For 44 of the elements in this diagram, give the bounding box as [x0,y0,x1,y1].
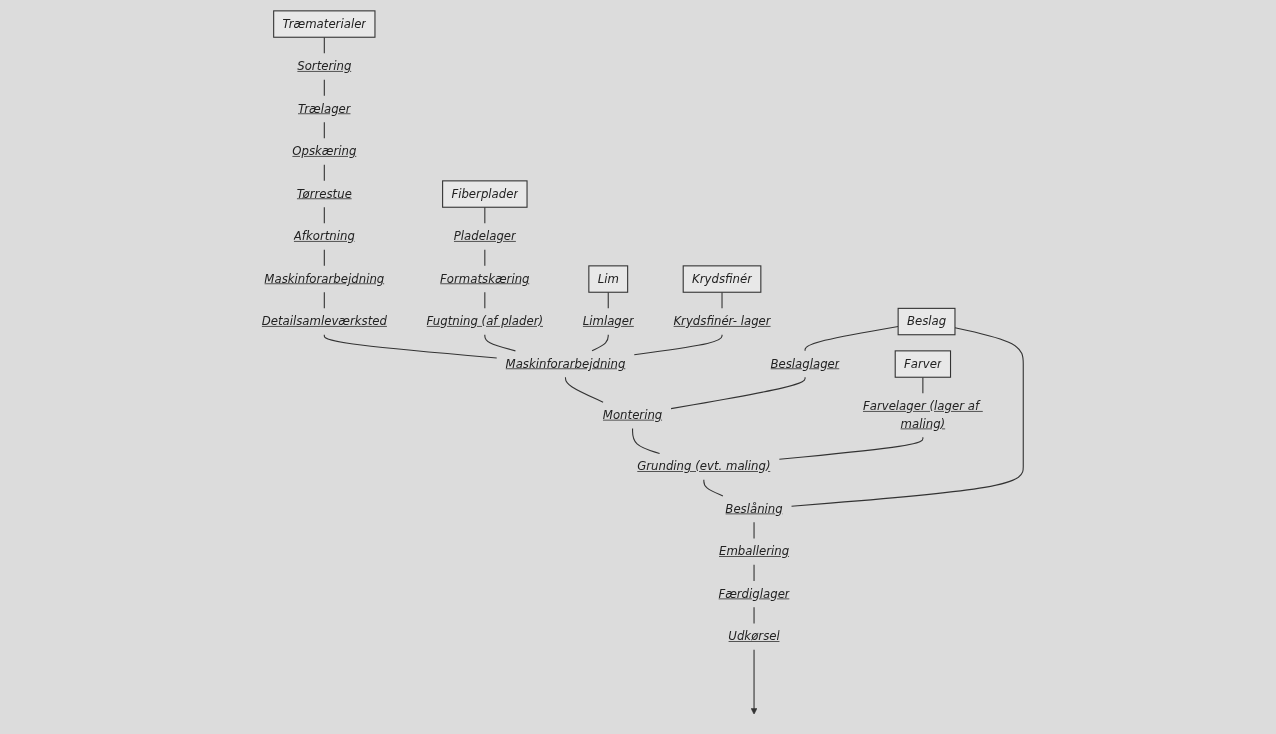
connector [753,564,755,582]
node-text: Farvelager (lager af maling) [862,399,979,431]
connector [753,521,755,539]
node-box: Krydsfinér [682,265,762,293]
node-text: Detailsamleværksted [261,314,387,329]
node-text: Formatskæring [440,271,530,286]
node-text: Trælager [297,101,351,116]
node-box: Beslag [897,307,956,336]
node-text: Fugtning (af plader) [426,314,544,329]
node-text: Udkørsel [728,629,780,644]
node-text: Maskinforarbejdning [505,356,626,371]
node-box: Lim [588,265,629,293]
node-box: Træmaterialer [273,10,376,38]
connector [670,376,806,410]
node-text: Maskinforarbejdning [264,271,385,286]
node-text: Emballering [718,544,790,559]
node-text: Beslaglager [770,356,840,371]
connector [790,327,1024,507]
node-text: Pladelager [453,229,516,244]
node-text: Beslåning [725,501,783,516]
connector [564,376,604,403]
connector [703,479,724,497]
node-text: Tørrestue [296,186,352,201]
node-box: Farver [894,350,951,378]
connector [631,428,661,455]
connector [484,334,516,352]
connector [591,334,609,352]
connector [721,291,723,309]
connector [753,606,755,624]
node-box: Fiberplader [442,180,528,208]
arrow [750,649,758,715]
connector [804,326,899,352]
node-text: Grunding (evt. maling) [637,459,771,474]
node-text: Krydsfinér- lager [673,314,771,329]
node-text: Montering [602,408,663,422]
connector [633,334,723,356]
node-text: Limlager [582,314,634,329]
node-text: Sortering [297,59,352,74]
connector [323,334,498,359]
node-text: Færdiglager [718,586,790,601]
node-text: Afkortning [293,229,355,244]
node-text: Opskæring [292,144,357,159]
connector [778,436,924,460]
connector [922,376,924,394]
